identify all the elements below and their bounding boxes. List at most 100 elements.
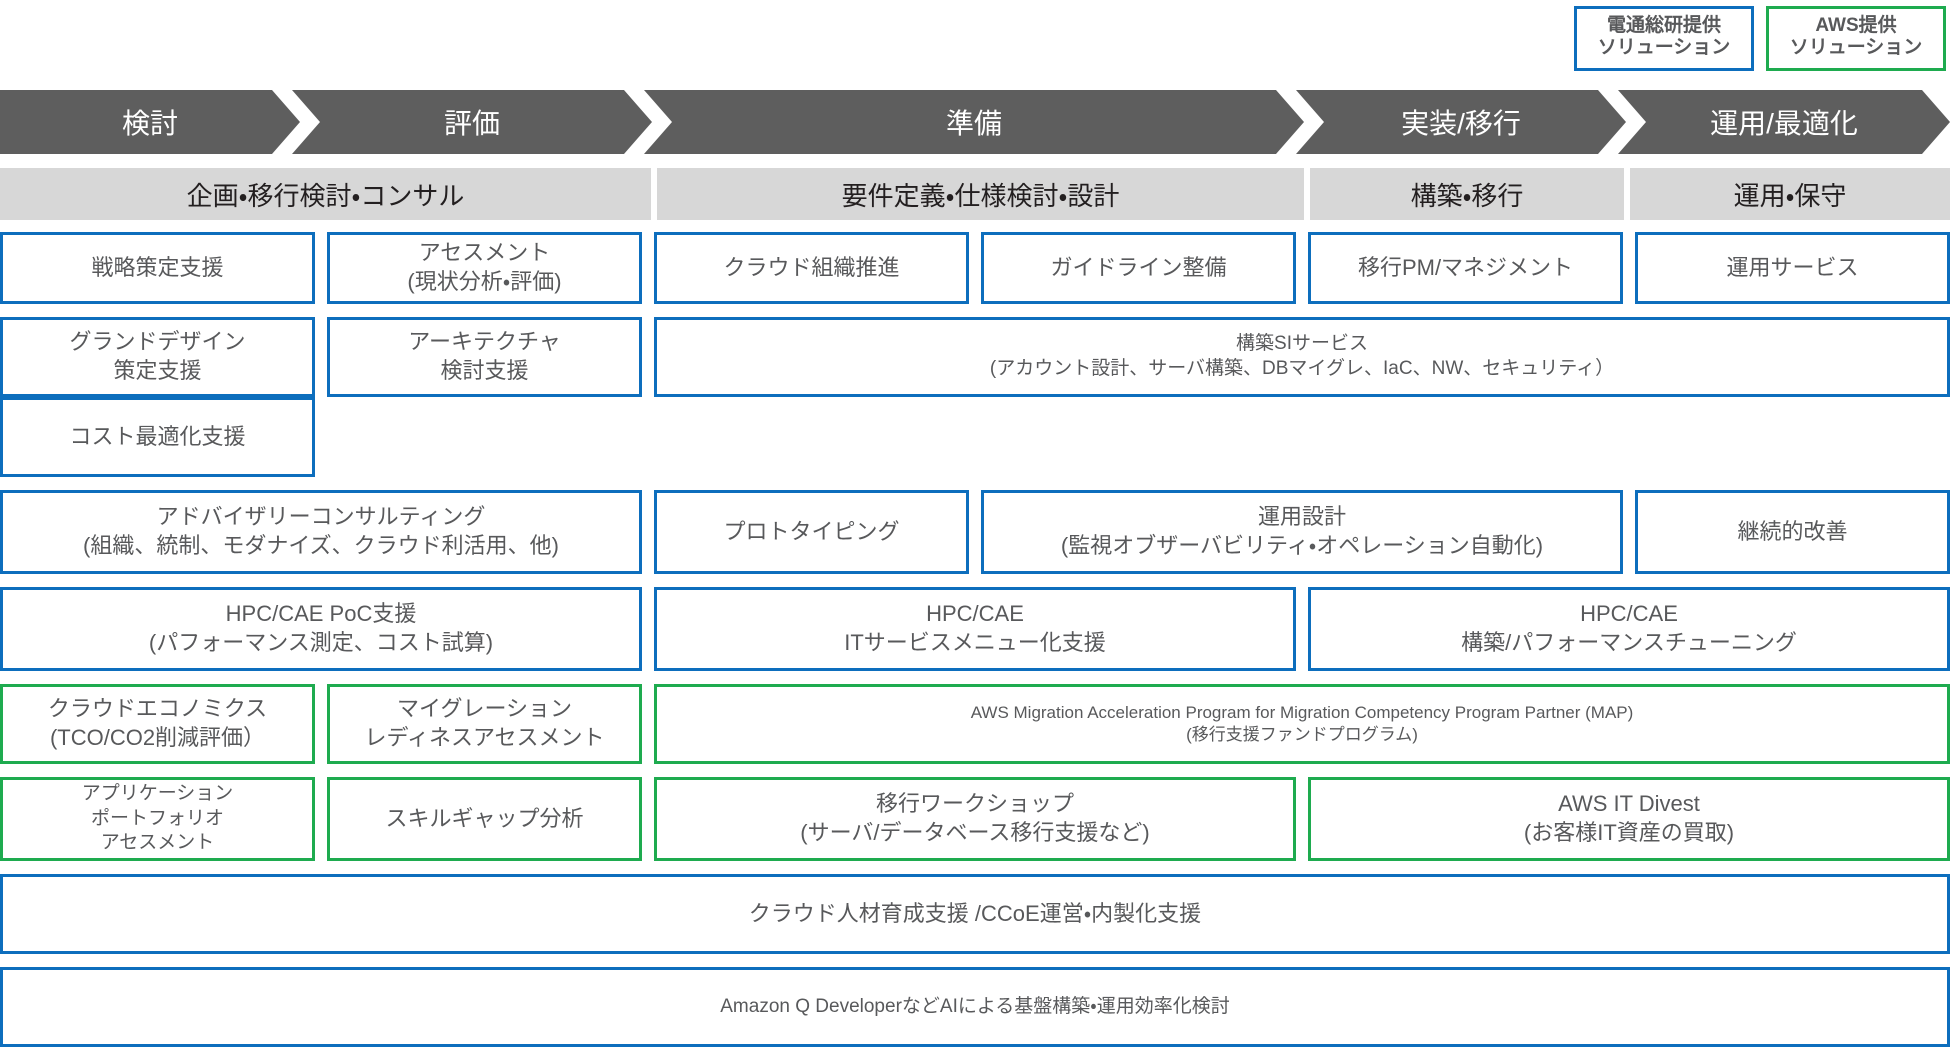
service-box-line: 運用設計 [1257,504,1346,530]
service-box-text: アプリケーションポートフォリオアセスメント [82,782,234,856]
service-box-line: スキルギャップ分析 [385,805,584,831]
service-box-text: スキルギャップ分析 [385,805,583,834]
phase-chevron-kento: 検討 [0,90,300,154]
service-box-text: プロトタイピング [723,518,899,547]
service-box-line: 構築SIサービス [1236,333,1368,355]
phase-label: 運用/最適化 [1710,108,1858,139]
service-box-line: 戦略策定支援 [91,254,224,280]
phase-chevron-junbi: 準備 [644,90,1304,154]
service-box-text: HPC/CAE ITサービスメニュー化支援 [844,600,1106,657]
phase-label: 準備 [945,108,1002,139]
service-box-text: グランドデザイン策定支援 [69,328,245,385]
legend-label-line-1: AWS提供 [1815,15,1897,36]
service-box[interactable]: コスト最適化支援 [0,397,315,477]
service-box-line: ガイドライン整備 [1050,254,1227,280]
service-box-line: 検討支援 [440,358,529,383]
phase-label: 実装/移行 [1401,108,1521,139]
service-box-text: Amazon Q DeveloperなどAIによる基盤構築・運用効率化検討 [720,995,1229,1020]
service-box-line: 策定支援 [113,358,202,383]
service-box-line: アセスメント [100,832,215,854]
legend-label-line-2: ソリューション [1789,37,1923,59]
service-box[interactable]: クラウド組織推進 [654,232,969,304]
service-box[interactable]: HPC/CAE PoC支援(パフォーマンス測定、コスト試算) [0,587,642,671]
service-box[interactable]: プロトタイピング [654,490,969,574]
service-box-line: クラウド人材育成支援 /CCoE運営・内製化支援 [748,900,1202,926]
service-box-line: クラウドエコノミクス [47,696,268,722]
service-box-text: クラウド組織推進 [723,254,899,283]
service-box-text: 移行PM/マネジメント [1358,254,1573,283]
service-box-line: グランドデザイン [69,329,246,355]
phase-label: 検討 [121,108,178,139]
sub-phase-unyo-hoshu: 運用・保守 [1630,168,1950,220]
service-box-line: アプリケーション [81,782,234,804]
service-box-line: HPC/CAE [926,601,1024,627]
service-box[interactable]: マイグレーションレディネスアセスメント [327,684,642,764]
service-box[interactable]: アドバイザリーコンサルティング (組織、統制、モダナイズ、クラウド利活用、他) [0,490,642,574]
service-box-text: マイグレーションレディネスアセスメント [364,695,604,752]
service-box-text: ガイドライン整備 [1050,254,1226,283]
sub-phase-kikaku-ikou-consul: 企画・移行検討・コンサル [0,168,651,220]
service-box-text: アーキテクチャ検討支援 [408,328,560,385]
service-box[interactable]: クラウドエコノミクス (TCO/CO2削減評価） [0,684,315,764]
service-box[interactable]: 運用設計(監視オブザーバビリティ・オペレーション自動化) [981,490,1623,574]
service-row: アプリケーションポートフォリオアセスメント スキルギャップ分析 移行ワークショップ (… [0,777,1950,861]
service-box[interactable]: 運用サービス [1635,232,1950,304]
service-box[interactable]: AWS Migration Acceleration Program for M… [654,684,1950,764]
service-box-line: (現状分析・評価) [407,269,562,294]
service-box-text: AWS Migration Acceleration Program for M… [971,702,1634,746]
service-box[interactable]: アセスメント(現状分析・評価) [327,232,642,304]
service-box[interactable]: 移行ワークショップ (サーバ/データベース移行支援など) [654,777,1296,861]
service-box-line: (組織、統制、モダナイズ、クラウド利活用、他) [83,533,559,558]
service-row: アドバイザリーコンサルティング (組織、統制、モダナイズ、クラウド利活用、他) プロ… [0,490,1950,574]
service-box-text: 戦略策定支援 [91,254,223,283]
service-box[interactable]: 構築SIサービス(アカウント設計、サーバ構築、DBマイグレ、IaC、NW、セキュ… [654,317,1950,397]
service-box-line: 移行ワークショップ [875,791,1074,817]
service-row: HPC/CAE PoC支援(パフォーマンス測定、コスト試算) HPC/CAE ITサ… [0,587,1950,671]
sub-phase-kouchiku-ikou: 構築・移行 [1310,168,1624,220]
service-box-line: 構築/パフォーマンスチューニング [1461,630,1797,655]
service-box[interactable]: Amazon Q DeveloperなどAIによる基盤構築・運用効率化検討 [0,967,1950,1047]
service-box-text: AWS IT Divest(お客様IT資産の買取) [1524,790,1734,847]
service-box-text: HPC/CAE PoC支援(パフォーマンス測定、コスト試算) [149,600,493,657]
service-box[interactable]: グランドデザイン策定支援 [0,317,315,397]
service-box[interactable]: アプリケーションポートフォリオアセスメント [0,777,315,861]
service-box[interactable]: スキルギャップ分析 [327,777,642,861]
service-box-line: (TCO/CO2削減評価） [49,725,266,750]
service-box-text: 運用設計(監視オブザーバビリティ・オペレーション自動化) [1061,503,1543,560]
service-box[interactable]: HPC/CAE ITサービスメニュー化支援 [654,587,1296,671]
service-box-line: Amazon Q DeveloperなどAIによる基盤構築・運用効率化検討 [720,995,1230,1017]
legend-label-line-2: ソリューション [1597,37,1731,59]
service-box-line: (サーバ/データベース移行支援など) [800,820,1150,845]
service-box-line: 移行PM/マネジメント [1357,254,1574,280]
service-row: グランドデザイン策定支援 アーキテクチャ検討支援 構築SIサービス(アカウント設計、… [0,317,1950,477]
service-box-text: アセスメント(現状分析・評価) [407,239,561,296]
legend-label-line-1: 電通総研提供 [1606,15,1721,36]
service-row: Amazon Q DeveloperなどAIによる基盤構築・運用効率化検討 [0,967,1950,1047]
service-box[interactable]: ガイドライン整備 [981,232,1296,304]
service-box-text: クラウド人材育成支援 /CCoE運営・内製化支援 [749,900,1201,929]
service-box[interactable]: アーキテクチャ検討支援 [327,317,642,397]
service-box-line: 継続的改善 [1737,518,1848,544]
service-box-text: 移行ワークショップ (サーバ/データベース移行支援など) [800,790,1149,847]
service-box-text: アドバイザリーコンサルティング (組織、統制、モダナイズ、クラウド利活用、他) [83,503,559,560]
service-box[interactable]: クラウド人材育成支援 /CCoE運営・内製化支援 [0,874,1950,954]
service-box-line: (お客様IT資産の買取) [1523,820,1735,845]
service-row: クラウド人材育成支援 /CCoE運営・内製化支援 [0,874,1950,954]
service-box[interactable]: 戦略策定支援 [0,232,315,304]
service-box-text: 構築SIサービス(アカウント設計、サーバ構築、DBマイグレ、IaC、NW、セキュ… [990,332,1614,381]
service-box-line: アドバイザリーコンサルティング [156,504,486,530]
service-box-line: AWS Migration Acceleration Program for M… [970,702,1634,722]
service-row: 戦略策定支援 アセスメント(現状分析・評価) クラウド組織推進 ガイドライン整備 移行P… [0,232,1950,304]
service-box-line: レディネスアセスメント [364,725,605,750]
service-box-line: ITサービスメニュー化支援 [844,630,1106,655]
service-box[interactable]: 継続的改善 [1635,490,1950,574]
service-box-text: 継続的改善 [1737,518,1847,547]
legend: 電通総研提供 ソリューション AWS提供 ソリューション [1574,6,1946,71]
service-box[interactable]: AWS IT Divest(お客様IT資産の買取) [1308,777,1950,861]
service-box[interactable]: 移行PM/マネジメント [1308,232,1623,304]
legend-item-aws-solution: AWS提供 ソリューション [1766,6,1946,71]
service-box-line: アーキテクチャ [408,329,561,355]
